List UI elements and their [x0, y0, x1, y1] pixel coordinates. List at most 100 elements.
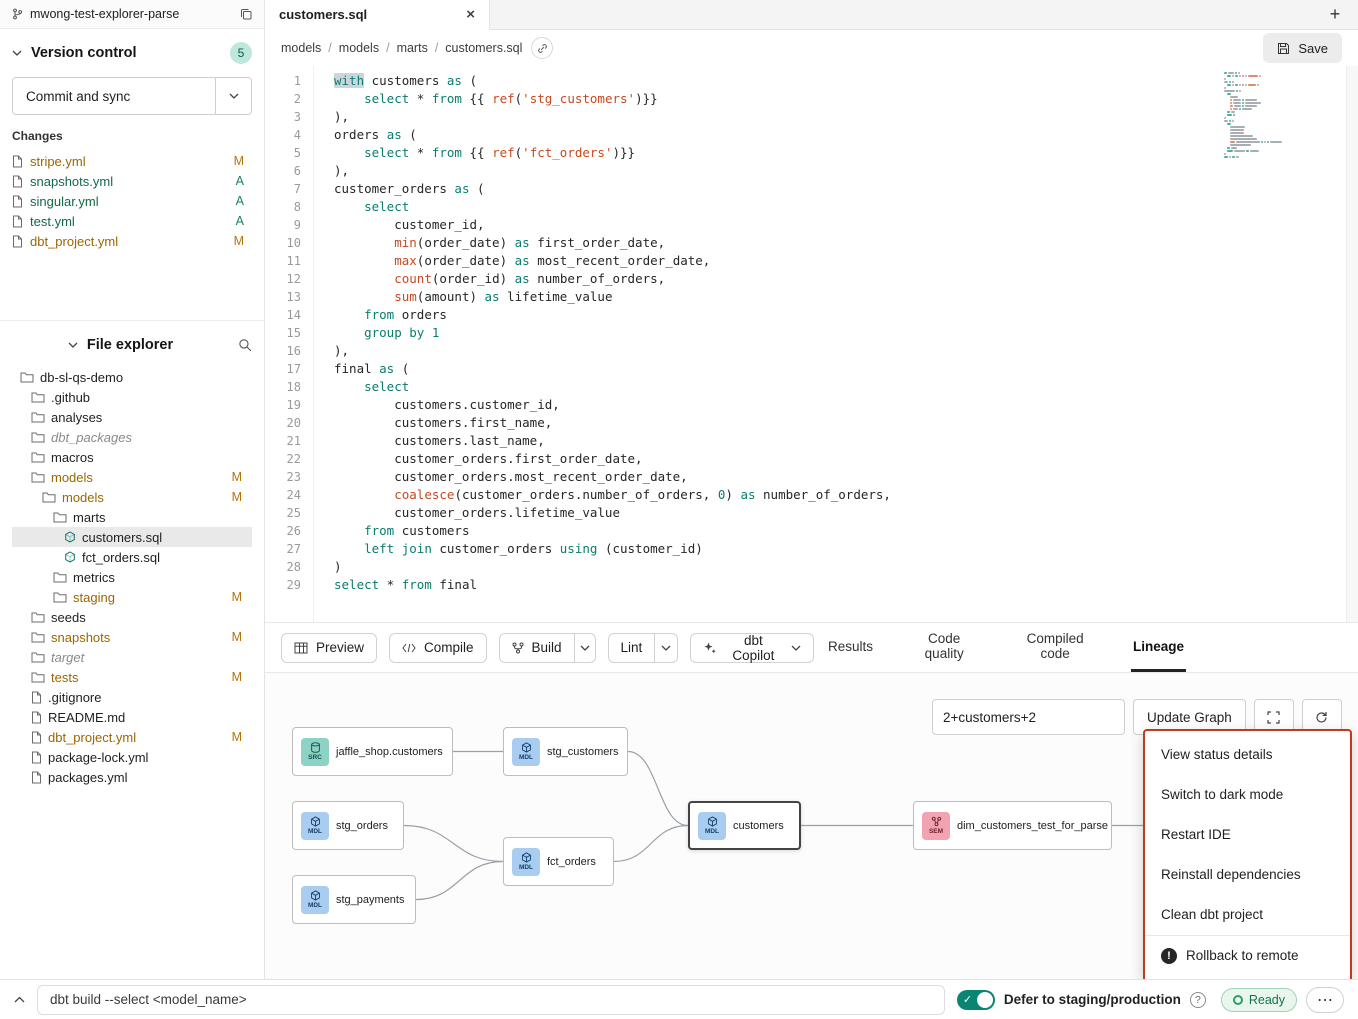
tree-item-tests[interactable]: testsM	[12, 667, 252, 687]
lineage-selector-input[interactable]	[932, 699, 1125, 735]
code-line[interactable]: sum(amount) as lifetime_value	[334, 288, 1358, 306]
breadcrumb-part[interactable]: marts	[397, 41, 428, 55]
tree-item-dbt-project-yml[interactable]: dbt_project.ymlM	[12, 727, 252, 747]
version-control-header[interactable]: Version control 5	[12, 37, 252, 69]
changed-file-snapshots-yml[interactable]: snapshots.ymlA	[12, 171, 252, 191]
code-line[interactable]: ),	[334, 108, 1358, 126]
editor-scrollbar[interactable]	[1346, 66, 1358, 622]
menu-item-rollback-to-remote[interactable]: !Rollback to remote	[1145, 935, 1350, 976]
tab-customers-sql[interactable]: customers.sql ×	[265, 0, 490, 30]
tree-item-readme-md[interactable]: README.md	[12, 707, 252, 727]
commit-and-sync-button[interactable]: Commit and sync	[13, 78, 215, 114]
code-line[interactable]: left join customer_orders using (custome…	[334, 540, 1358, 558]
code-editor[interactable]: 1234567891011121314151617181920212223242…	[265, 66, 1358, 622]
tab-lineage[interactable]: Lineage	[1131, 623, 1186, 672]
tree-item-seeds[interactable]: seeds	[12, 607, 252, 627]
lineage-node-stg-payments[interactable]: MDLstg_payments	[292, 875, 416, 924]
tree-item-customers-sql[interactable]: customers.sql	[12, 527, 252, 547]
tree-item-analyses[interactable]: analyses	[12, 407, 252, 427]
tree-item-gitignore[interactable]: .gitignore	[12, 687, 252, 707]
code-line[interactable]: customer_orders.most_recent_order_date,	[334, 468, 1358, 486]
expand-panel-chevron-up-icon[interactable]	[14, 996, 25, 1003]
breadcrumb-part[interactable]: models	[281, 41, 321, 55]
tree-item-metrics[interactable]: metrics	[12, 567, 252, 587]
code-line[interactable]: )	[334, 558, 1358, 576]
save-button[interactable]: Save	[1263, 33, 1342, 63]
defer-toggle[interactable]: ✓	[957, 990, 995, 1010]
menu-item-clean-dbt-project[interactable]: Clean dbt project	[1145, 895, 1350, 935]
lineage-node-dim-customers-test-for-parse[interactable]: SEMdim_customers_test_for_parse	[913, 801, 1112, 850]
tree-item-marts[interactable]: marts	[12, 507, 252, 527]
code-line[interactable]: group by 1	[334, 324, 1358, 342]
lineage-node-customers[interactable]: MDLcustomers	[688, 801, 801, 850]
build-options-chevron-icon[interactable]	[574, 634, 595, 662]
code-line[interactable]: select * from final	[334, 576, 1358, 594]
copy-link-icon[interactable]	[531, 37, 553, 59]
changed-file-stripe-yml[interactable]: stripe.ymlM	[12, 151, 252, 171]
changed-file-dbt-project-yml[interactable]: dbt_project.ymlM	[12, 231, 252, 251]
code-line[interactable]: select	[334, 198, 1358, 216]
tab-code-quality[interactable]: Code quality	[909, 623, 979, 672]
help-icon[interactable]: ?	[1190, 992, 1206, 1008]
code-line[interactable]: from orders	[334, 306, 1358, 324]
preview-button[interactable]: Preview	[281, 633, 377, 663]
commit-options-chevron-icon[interactable]	[215, 78, 251, 114]
code-line[interactable]: with customers as (	[334, 72, 1358, 90]
code-area[interactable]: with customers as ( select * from {{ ref…	[313, 66, 1358, 622]
search-icon[interactable]	[238, 338, 252, 352]
code-line[interactable]: customers.first_name,	[334, 414, 1358, 432]
tree-item-snapshots[interactable]: snapshotsM	[12, 627, 252, 647]
code-line[interactable]: select * from {{ ref('fct_orders')}}	[334, 144, 1358, 162]
lineage-node-stg-customers[interactable]: MDLstg_customers	[503, 727, 628, 776]
lineage-node-jaffle-shop-customers[interactable]: SRCjaffle_shop.customers	[292, 727, 453, 776]
tree-item-staging[interactable]: stagingM	[12, 587, 252, 607]
code-line[interactable]: from customers	[334, 522, 1358, 540]
code-line[interactable]: max(order_date) as most_recent_order_dat…	[334, 252, 1358, 270]
tree-item-macros[interactable]: macros	[12, 447, 252, 467]
tree-item-package-lock-yml[interactable]: package-lock.yml	[12, 747, 252, 767]
dbt-command-input[interactable]	[37, 985, 945, 1015]
code-line[interactable]: min(order_date) as first_order_date,	[334, 234, 1358, 252]
tree-item-models[interactable]: modelsM	[12, 487, 252, 507]
new-tab-button[interactable]: +	[1312, 0, 1358, 29]
code-line[interactable]: select	[334, 378, 1358, 396]
build-button[interactable]: Build	[500, 634, 574, 662]
tree-item-db-sl-qs-demo[interactable]: db-sl-qs-demo	[12, 367, 252, 387]
changed-file-test-yml[interactable]: test.ymlA	[12, 211, 252, 231]
code-line[interactable]: customer_orders.first_order_date,	[334, 450, 1358, 468]
code-line[interactable]: final as (	[334, 360, 1358, 378]
more-options-button[interactable]: ⋯	[1306, 987, 1344, 1013]
breadcrumb-part-current[interactable]: customers.sql	[445, 41, 522, 55]
code-line[interactable]: count(order_id) as number_of_orders,	[334, 270, 1358, 288]
lineage-node-stg-orders[interactable]: MDLstg_orders	[292, 801, 404, 850]
lineage-node-fct-orders[interactable]: MDLfct_orders	[503, 837, 614, 886]
tab-compiled-code[interactable]: Compiled code	[1013, 623, 1097, 672]
menu-item-view-status-details[interactable]: View status details	[1145, 735, 1350, 775]
code-line[interactable]: customers.customer_id,	[334, 396, 1358, 414]
code-line[interactable]: customer_orders.lifetime_value	[334, 504, 1358, 522]
code-line[interactable]: customer_id,	[334, 216, 1358, 234]
dbt-copilot-button[interactable]: dbt Copilot	[690, 633, 814, 663]
minimap[interactable]	[1224, 72, 1334, 159]
tree-item-models[interactable]: modelsM	[12, 467, 252, 487]
breadcrumb-part[interactable]: models	[339, 41, 379, 55]
tree-item-github[interactable]: .github	[12, 387, 252, 407]
code-line[interactable]: orders as (	[334, 126, 1358, 144]
changed-file-singular-yml[interactable]: singular.ymlA	[12, 191, 252, 211]
tree-item-dbt-packages[interactable]: dbt_packages	[12, 427, 252, 447]
code-line[interactable]: select * from {{ ref('stg_customers')}}	[334, 90, 1358, 108]
lint-button[interactable]: Lint	[609, 634, 655, 662]
tree-item-fct-orders-sql[interactable]: fct_orders.sql	[12, 547, 252, 567]
code-line[interactable]: customers.last_name,	[334, 432, 1358, 450]
code-line[interactable]: customer_orders as (	[334, 180, 1358, 198]
menu-item-switch-to-dark-mode[interactable]: Switch to dark mode	[1145, 775, 1350, 815]
compile-button[interactable]: Compile	[389, 633, 487, 663]
file-explorer-header[interactable]: File explorer	[12, 329, 252, 361]
tree-item-target[interactable]: target	[12, 647, 252, 667]
menu-item-reinstall-dependencies[interactable]: Reinstall dependencies	[1145, 855, 1350, 895]
code-line[interactable]: coalesce(customer_orders.number_of_order…	[334, 486, 1358, 504]
close-tab-icon[interactable]: ×	[466, 7, 475, 22]
menu-item-restart-ide[interactable]: Restart IDE	[1145, 815, 1350, 855]
tab-results[interactable]: Results	[826, 623, 875, 672]
code-line[interactable]: ),	[334, 342, 1358, 360]
